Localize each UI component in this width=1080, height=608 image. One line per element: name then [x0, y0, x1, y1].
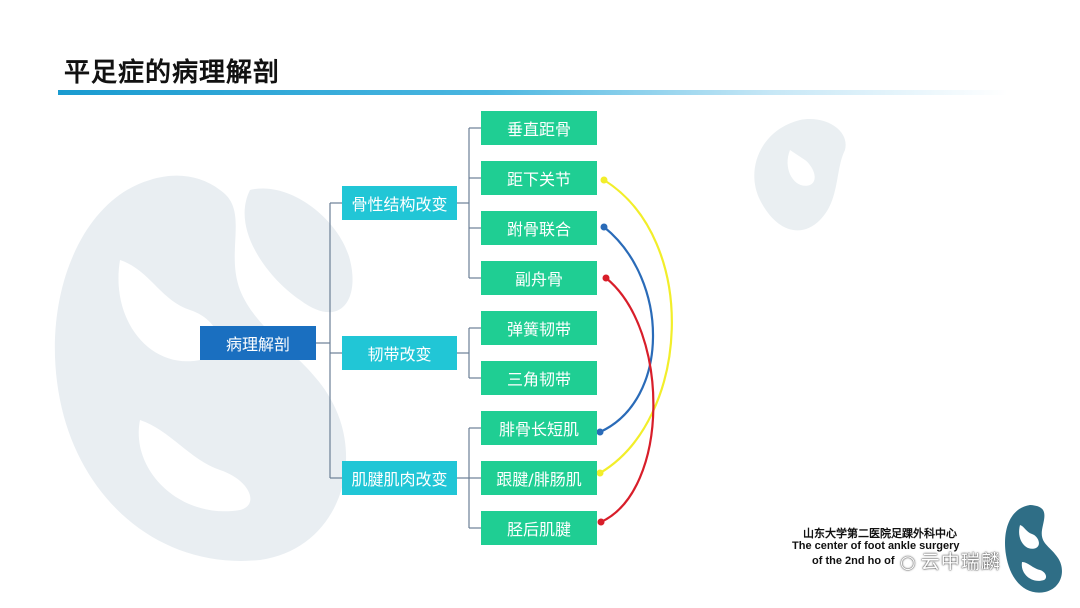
wechat-watermark: ○云中瑞麟: [900, 547, 1001, 574]
footer-english-line2: of the 2nd ho of: [812, 555, 895, 567]
item-label: 三角韧带: [506, 370, 571, 389]
category-tendon-muscle: 肌腱肌肉改变: [342, 461, 457, 495]
item-tarsal-coalition: 跗骨联合: [481, 211, 597, 245]
item-label: 副舟骨: [514, 270, 563, 289]
footer-org-name: 山东大学第二医院足踝外科中心: [803, 528, 957, 540]
item-label: 腓骨长短肌: [498, 420, 579, 439]
category-bone-structure: 骨性结构改变: [342, 186, 457, 220]
footer-english-line1: The center of foot ankle surgery: [792, 540, 960, 552]
item-label: 距下关节: [506, 170, 571, 189]
item-achilles-gastrocnemius: 跟腱/腓肠肌: [481, 461, 597, 495]
item-label: 跗骨联合: [506, 220, 571, 239]
wechat-account-name: 云中瑞麟: [920, 551, 1001, 573]
title-underline: [58, 90, 1008, 95]
item-subtalar-joint: 距下关节: [481, 161, 597, 195]
item-spring-ligament: 弹簧韧带: [481, 311, 597, 345]
item-label: 跟腱/腓肠肌: [496, 470, 582, 489]
item-vertical-talus: 垂直距骨: [481, 111, 597, 145]
page-title: 平足症的病理解剖: [64, 58, 281, 88]
item-accessory-navicular: 副舟骨: [481, 261, 597, 295]
arc-yellow: [599, 179, 673, 474]
category-label: 骨性结构改变: [351, 195, 448, 214]
arc-red: [600, 277, 655, 523]
root-node: 病理解剖: [200, 326, 316, 360]
item-label: 胫后肌腱: [506, 520, 571, 539]
category-label: 韧带改变: [367, 345, 432, 364]
arc-blue: [599, 226, 655, 433]
wechat-icon: ○: [900, 552, 917, 573]
item-label: 弹簧韧带: [506, 320, 571, 339]
category-label: 肌腱肌肉改变: [351, 470, 448, 489]
item-peroneus: 腓骨长短肌: [481, 411, 597, 445]
root-label: 病理解剖: [225, 335, 290, 354]
logo-icon: [1005, 505, 1062, 593]
item-posterior-tibial-tendon: 胫后肌腱: [481, 511, 597, 545]
category-ligament: 韧带改变: [342, 336, 457, 370]
item-label: 垂直距骨: [506, 120, 571, 139]
item-deltoid-ligament: 三角韧带: [481, 361, 597, 395]
